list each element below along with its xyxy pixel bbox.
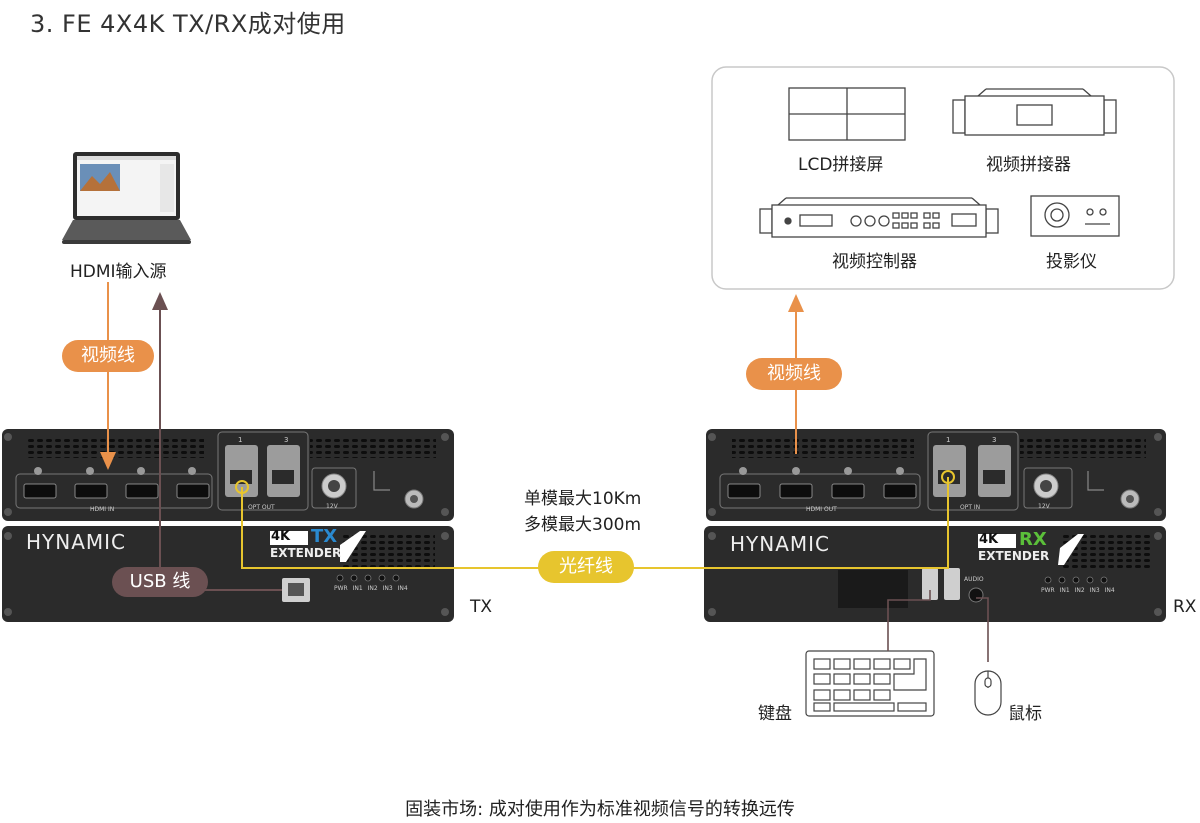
rx-led-in2: IN2 <box>1074 587 1085 594</box>
rx-hdmi-ports <box>727 483 917 499</box>
tx-led-pwr: PWR <box>334 585 348 592</box>
rx-badge-logo <box>978 534 1084 565</box>
mouse-label: 鼠标 <box>1008 704 1042 724</box>
tx-brand: HYNAMIC <box>26 530 127 554</box>
caption: 固装市场: 成对使用作为标准视频信号的转换远传 <box>405 799 795 820</box>
video-cable-label-right: 视频线 <box>746 358 842 390</box>
tx-led-in2: IN2 <box>367 585 378 592</box>
rx-led-in3: IN3 <box>1089 587 1100 594</box>
rx-power-label: 12V <box>1038 503 1050 510</box>
tx-badge-text: TX <box>311 526 338 547</box>
rx-led-in4: IN4 <box>1104 587 1115 594</box>
lcd-wall-label: LCD拼接屏 <box>798 155 884 175</box>
rx-opt-port-3: 3 <box>992 436 997 444</box>
rx-leds: PWR IN1 IN2 IN3 IN4 <box>1041 587 1115 594</box>
tx-label: TX <box>470 597 493 617</box>
hdmi-source-label: HDMI输入源 <box>70 262 167 282</box>
tx-badge-4k: 4K <box>271 529 291 544</box>
video-controller-label: 视频控制器 <box>832 252 917 272</box>
tx-led-in3: IN3 <box>382 585 393 592</box>
rx-led-in1: IN1 <box>1059 587 1070 594</box>
tx-opt-port-3: 3 <box>284 436 289 444</box>
tx-badge-logo <box>270 531 366 562</box>
rx-opt-in-label: OPT IN <box>960 504 981 511</box>
fiber-cable-label: 光纤线 <box>538 551 634 583</box>
rx-label: RX <box>1173 597 1197 617</box>
keyboard-label: 键盘 <box>758 704 792 724</box>
page-title: 3. FE 4X4K TX/RX成对使用 <box>30 10 346 38</box>
single-mode-distance: 单模最大10Km <box>524 489 642 509</box>
video-cable-label-left: 视频线 <box>62 340 154 372</box>
projector-icon <box>1030 195 1120 237</box>
rx-hdmi-out-label: HDMI OUT <box>806 506 837 513</box>
rx-led-pwr: PWR <box>1041 587 1055 594</box>
tx-opt-out-label: OPT OUT <box>248 504 275 511</box>
tx-extender-text: EXTENDER <box>270 546 342 560</box>
projector-label: 投影仪 <box>1046 252 1097 272</box>
tx-optical-ports <box>225 445 300 497</box>
tx-opt-port-1: 1 <box>238 436 243 444</box>
mouse-cable <box>976 597 989 662</box>
tx-led-in4: IN4 <box>397 585 408 592</box>
multi-mode-distance: 多模最大300m <box>524 515 642 535</box>
tx-extender-unit <box>2 429 454 622</box>
tx-leds: PWR IN1 IN2 IN3 IN4 <box>334 585 408 592</box>
rx-brand: HYNAMIC <box>730 532 831 556</box>
tx-power-label: 12V <box>326 503 338 510</box>
video-splicer-label: 视频拼接器 <box>986 155 1071 175</box>
tx-hdmi-in-label: HDMI IN <box>90 506 115 513</box>
rx-extender-text: EXTENDER <box>978 549 1050 563</box>
lcd-wall-icon <box>788 87 906 141</box>
usb-cable-label: USB 线 <box>112 567 208 597</box>
rx-badge-text: RX <box>1019 529 1047 550</box>
mouse-icon <box>974 670 1002 716</box>
rx-opt-port-1: 1 <box>946 436 951 444</box>
rx-badge-4k: 4K <box>979 532 999 547</box>
keyboard-cable <box>887 590 931 651</box>
keyboard-icon <box>805 650 935 717</box>
rx-extender-unit <box>704 429 1166 622</box>
tx-led-in1: IN1 <box>352 585 363 592</box>
video-splicer-icon <box>952 88 1117 136</box>
rx-audio-label: AUDIO <box>964 576 984 583</box>
laptop-icon <box>62 152 191 244</box>
tx-hdmi-ports <box>23 483 210 499</box>
video-controller-icon <box>759 197 999 238</box>
